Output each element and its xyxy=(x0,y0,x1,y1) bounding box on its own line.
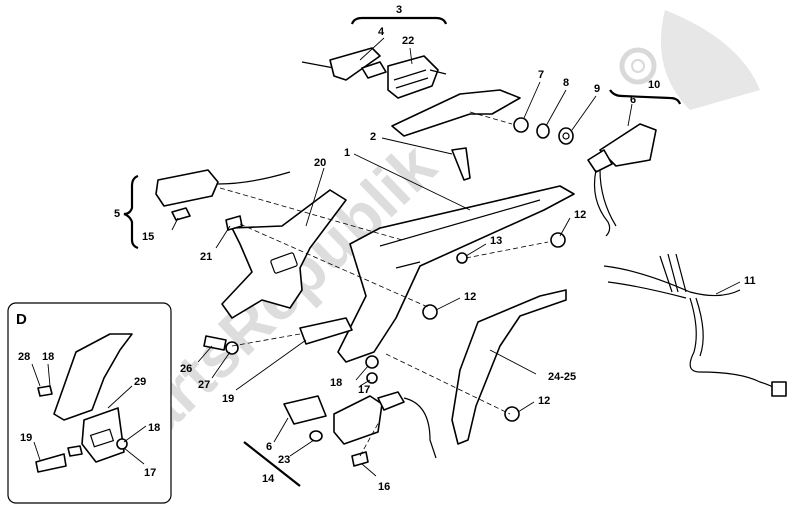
callout-17a: 17 xyxy=(358,384,370,396)
brace-10 xyxy=(609,89,682,105)
callout-7: 7 xyxy=(538,69,544,81)
detail-inset-label: D xyxy=(16,311,27,328)
callout-12b: 12 xyxy=(464,291,476,303)
gear-logo-icon xyxy=(619,10,760,110)
nut-12c xyxy=(504,406,520,422)
bolt-16 xyxy=(351,451,369,467)
callout-8: 8 xyxy=(563,77,569,89)
wiring-harness-11 xyxy=(603,253,787,397)
callout-23: 23 xyxy=(278,454,290,466)
washer-18 xyxy=(365,355,379,369)
callout-10: 10 xyxy=(648,79,660,91)
callout-labels: 3 4 22 7 8 9 10 6 2 1 20 5 15 21 12 13 1… xyxy=(18,4,756,493)
callout-28: 28 xyxy=(18,351,30,363)
brace-3 xyxy=(350,16,448,25)
callout-11: 11 xyxy=(744,275,756,287)
plate-holder-20 xyxy=(221,189,347,319)
callout-1: 1 xyxy=(344,147,350,159)
bolt-2 xyxy=(451,147,471,181)
callout-24-25: 24-25 xyxy=(548,371,576,383)
washer-set xyxy=(513,117,574,145)
callout-14: 14 xyxy=(262,473,275,485)
callout-3: 3 xyxy=(396,4,402,16)
callout-18b: 18 xyxy=(42,351,54,363)
reflector-19 xyxy=(299,317,353,345)
callout-19b: 19 xyxy=(20,432,32,444)
callout-27: 27 xyxy=(198,379,210,391)
callout-18c: 18 xyxy=(148,422,160,434)
callout-6b: 6 xyxy=(266,441,272,453)
brace-5 xyxy=(123,174,139,250)
nut-12b xyxy=(422,304,438,320)
mudguard-24-25 xyxy=(451,289,567,445)
callout-19a: 19 xyxy=(222,393,234,405)
callout-6a: 6 xyxy=(630,94,636,106)
nut-17 xyxy=(366,372,378,384)
top-bracket xyxy=(391,89,521,137)
callout-29: 29 xyxy=(134,376,146,388)
leader-lines xyxy=(31,37,741,477)
rear-light-top-assembly xyxy=(301,47,447,99)
nut-13 xyxy=(456,252,468,264)
callout-20: 20 xyxy=(314,157,326,169)
callout-4: 4 xyxy=(378,26,385,38)
license-light-5 xyxy=(155,169,291,221)
callout-16: 16 xyxy=(378,481,390,493)
callout-21: 21 xyxy=(200,251,212,263)
turn-signal-right xyxy=(587,123,657,237)
callout-5: 5 xyxy=(114,208,120,220)
assembly-lines xyxy=(219,111,549,457)
nut-12a xyxy=(550,232,566,248)
callout-12c: 12 xyxy=(538,395,550,407)
rear-frame-1 xyxy=(337,185,575,363)
washer-27 xyxy=(225,341,239,355)
callout-2: 2 xyxy=(370,131,376,143)
callout-12a: 12 xyxy=(574,209,586,221)
turn-signal-left xyxy=(283,391,437,459)
callout-15: 15 xyxy=(142,231,154,243)
brace-14 xyxy=(243,441,301,487)
callout-22: 22 xyxy=(402,35,414,47)
callout-9: 9 xyxy=(594,83,600,95)
bolt-26 xyxy=(203,335,227,351)
callout-26: 26 xyxy=(180,363,192,375)
callout-13: 13 xyxy=(490,235,502,247)
detail-inset-parts xyxy=(35,333,133,473)
callout-17b: 17 xyxy=(144,467,156,479)
callout-18a: 18 xyxy=(330,377,342,389)
